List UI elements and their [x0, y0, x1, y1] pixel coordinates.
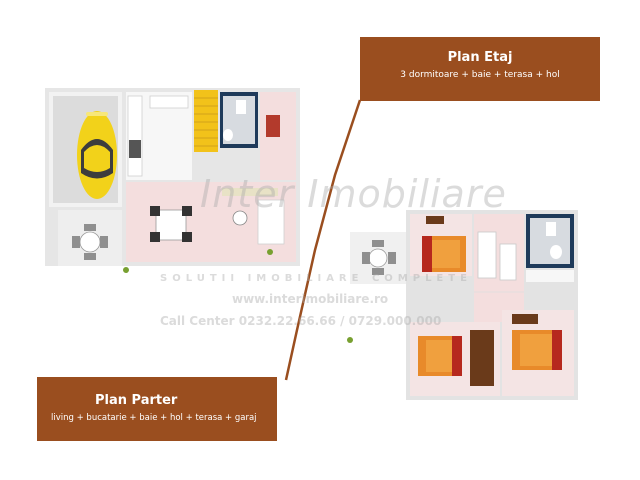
ground-floor-title: Plan Parter — [95, 393, 178, 408]
garage — [49, 92, 122, 207]
ground-floor-subtitle: living + bucatarie + baie + hol + terasa… — [51, 413, 257, 423]
watermark-tagline: SOLUTII IMOBILIARE COMPLETE — [160, 273, 472, 284]
upper-hall — [474, 214, 524, 322]
upper-floor-plan — [347, 210, 578, 400]
watermark-phone: Call Center 0232.22.66.66 / 0729.000.000 — [160, 314, 442, 328]
ground-terrace — [58, 210, 129, 273]
ground-floor-plan — [45, 88, 300, 273]
living-room — [126, 182, 296, 262]
ground-floor-label: Plan Parter living + bucatarie + baie + … — [37, 377, 277, 441]
car-icon — [77, 111, 117, 199]
kitchen — [126, 92, 192, 180]
upper-floor-title: Plan Etaj — [447, 50, 513, 65]
bedroom-2 — [410, 322, 500, 396]
upper-floor-subtitle: 3 dormitoare + baie + terasa + hol — [400, 70, 560, 80]
upper-bathroom — [526, 214, 574, 268]
bedroom-1 — [410, 214, 472, 276]
watermark-url: www.interimobiliare.ro — [232, 292, 389, 306]
upper-floor-label: Plan Etaj 3 dormitoare + baie + terasa +… — [360, 37, 600, 101]
watermark-brand: Inter Imobiliare — [200, 172, 507, 216]
ground-bathroom — [220, 92, 258, 148]
staircase — [194, 90, 218, 152]
bedroom-3 — [502, 310, 574, 396]
upper-terrace — [347, 232, 406, 343]
diagonal-divider — [284, 99, 362, 381]
